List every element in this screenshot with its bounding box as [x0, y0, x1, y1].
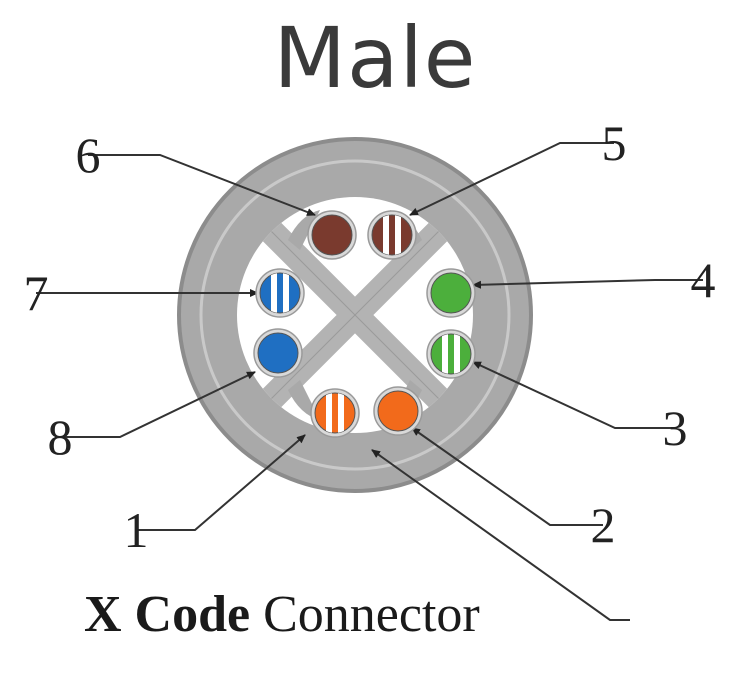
pin-7 — [255, 268, 305, 318]
connector-caption: X Code Connector — [84, 580, 480, 650]
leader-line-pin-4 — [472, 279, 703, 289]
pin-8 — [253, 328, 303, 378]
pin-contact — [371, 214, 413, 256]
pin-label-4: 4 — [691, 252, 716, 308]
pin-2 — [373, 386, 423, 436]
pin-contact — [430, 272, 472, 314]
pin-label-6: 6 — [76, 127, 101, 183]
leader-line-caption — [371, 449, 630, 621]
pin-label-5: 5 — [602, 115, 627, 171]
x-code-shield — [237, 197, 473, 433]
pin-stripe — [442, 334, 460, 374]
caption-bold: X Code — [84, 586, 251, 643]
pin-contact — [314, 392, 356, 434]
leader-lines — [36, 142, 703, 621]
pin-label-3: 3 — [663, 400, 688, 456]
pin-label-8: 8 — [48, 409, 73, 465]
pin-stripe — [271, 273, 289, 313]
pin-3 — [426, 329, 476, 379]
leader-line-pin-1 — [136, 434, 306, 531]
pin-label-1: 1 — [124, 502, 149, 558]
pin-contact — [257, 332, 299, 374]
pin-contact — [311, 214, 353, 256]
caption-regular: Connector — [263, 586, 480, 643]
diagram-title: Male — [273, 9, 477, 107]
leader-line-pin-2 — [411, 427, 603, 526]
connector-inner-ring-line — [199, 159, 511, 471]
pin-stripe — [383, 215, 401, 255]
pin-stripe — [326, 393, 344, 433]
pin-5 — [367, 210, 417, 260]
pin-label-2: 2 — [591, 497, 616, 553]
pin-1 — [310, 388, 360, 438]
pin-contact — [377, 390, 419, 432]
leader-line-pin-5 — [409, 142, 614, 216]
pin-6 — [307, 210, 357, 260]
leader-line-pin-3 — [472, 361, 675, 429]
pin-label-7: 7 — [24, 265, 49, 321]
pin-contacts — [253, 210, 476, 438]
pin-contact — [430, 333, 472, 375]
leader-line-pin-8 — [60, 371, 256, 438]
leader-line-pin-6 — [88, 154, 316, 216]
pin-contact — [259, 272, 301, 314]
pin-4 — [426, 268, 476, 318]
